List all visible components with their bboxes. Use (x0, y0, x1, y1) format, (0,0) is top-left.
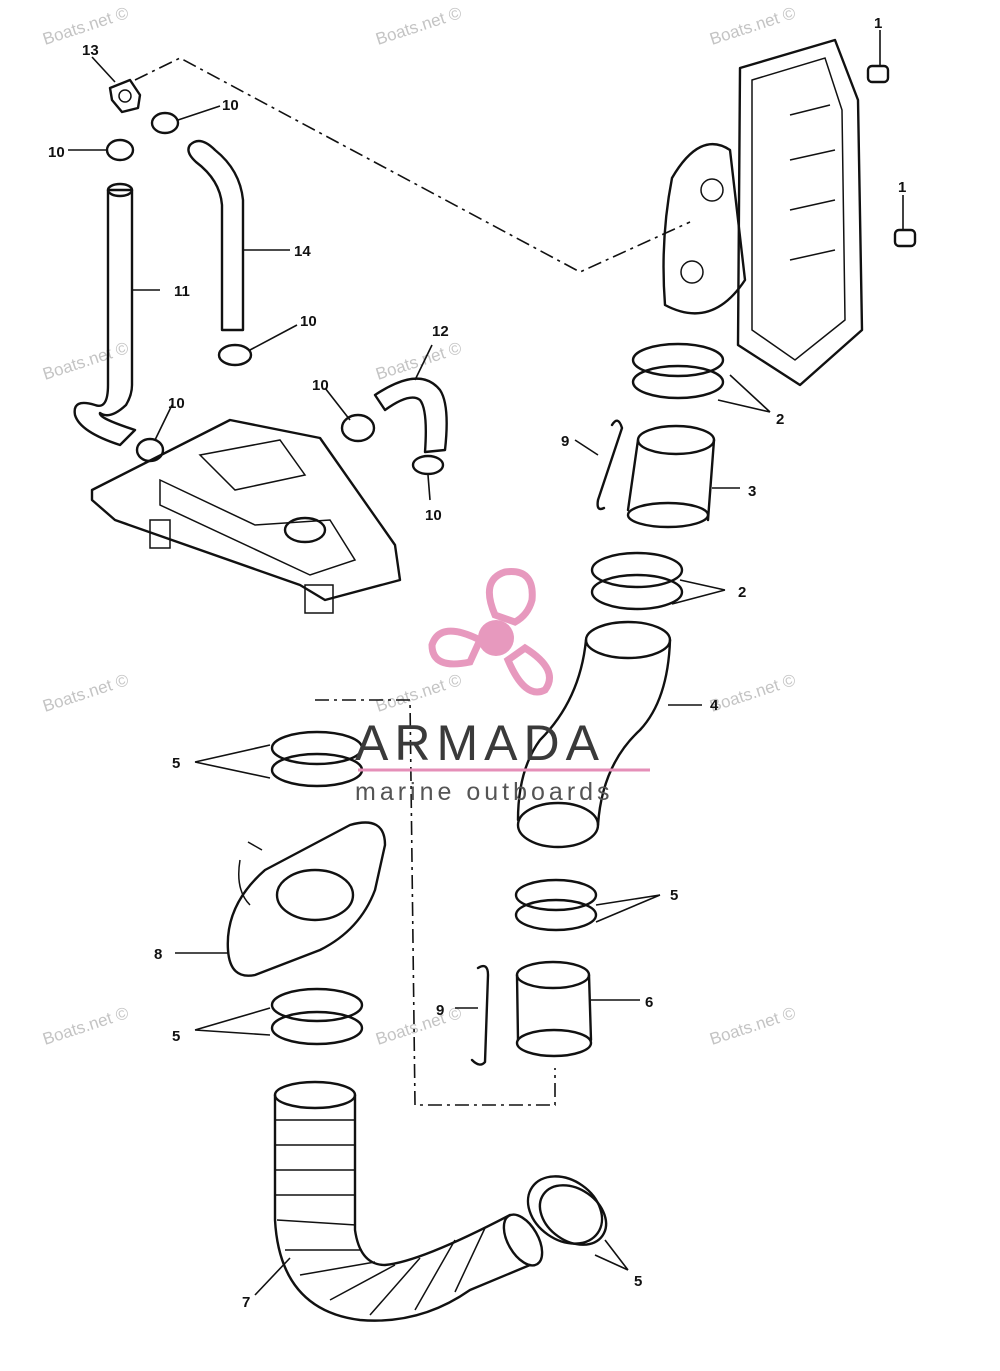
watermark: Boats.net © (707, 1003, 798, 1049)
callout-6: 6 (645, 994, 653, 1011)
rubber-sleeve (626, 424, 716, 529)
callout-9-upper: 9 (561, 433, 569, 450)
watermark: Boats.net © (373, 1003, 464, 1049)
watermark: Boats.net © (40, 338, 131, 384)
watermark: Boats.net © (40, 670, 131, 716)
water-hose-long (73, 188, 137, 447)
watermark: Boats.net © (373, 3, 464, 49)
watermark: Boats.net © (373, 670, 464, 716)
callout-10-e: 10 (312, 377, 329, 394)
hose-clamp-bottom (526, 1175, 608, 1246)
callout-5-right: 5 (670, 887, 678, 904)
watermark: Boats.net © (707, 670, 798, 716)
callout-7: 7 (242, 1294, 250, 1311)
hose-clamps-right (514, 878, 598, 932)
water-hose-elbow (373, 377, 448, 454)
alignment-line-bottom (315, 699, 556, 1106)
hose-clamps-left-upper (270, 730, 364, 788)
water-hose-bent (187, 139, 245, 332)
callout-10-b: 10 (48, 144, 65, 161)
alignment-line-top (134, 57, 691, 273)
propeller-logo-icon (428, 568, 553, 696)
callout-labels: 1 1 2 2 3 4 5 5 5 5 6 7 8 9 9 10 10 10 1… (48, 15, 906, 1311)
brand-name: ARMADA (355, 715, 605, 771)
callout-4: 4 (710, 697, 719, 714)
callout-5-bottom: 5 (634, 1273, 642, 1290)
callout-8: 8 (154, 946, 162, 963)
elbow-fitting (108, 78, 142, 114)
exhaust-flange (226, 821, 387, 977)
callout-9-lower: 9 (436, 1002, 444, 1019)
large-hose-clamps-upper (631, 342, 725, 400)
exhaust-sleeve (515, 960, 593, 1058)
retainer-clip-lower (470, 964, 490, 1066)
callout-10-c: 10 (300, 313, 317, 330)
callout-12: 12 (432, 323, 449, 340)
callout-5-left-upper: 5 (172, 755, 180, 772)
callout-3: 3 (748, 483, 756, 500)
callout-10-a: 10 (222, 97, 239, 114)
callout-2-middle: 2 (738, 584, 746, 601)
corrugated-exhaust-hose (273, 1080, 544, 1322)
callout-1-upper: 1 (874, 15, 882, 32)
callout-13: 13 (82, 42, 99, 59)
watermark: Boats.net © (707, 3, 798, 49)
callout-5-left-lower: 5 (172, 1028, 180, 1045)
callout-10-d: 10 (168, 395, 185, 412)
callout-10-f: 10 (425, 507, 442, 524)
callout-14: 14 (294, 243, 311, 260)
adapter-plate (90, 418, 402, 614)
large-hose-clamps-middle (590, 551, 684, 611)
armada-logo: ARMADA marine outboards (355, 568, 650, 806)
callout-2-upper: 2 (776, 411, 784, 428)
brand-tagline: marine outboards (355, 778, 614, 806)
watermark: Boats.net © (373, 338, 464, 384)
callout-1-lower: 1 (898, 179, 906, 196)
exhaust-manifold (662, 38, 864, 387)
small-hose-clamps (105, 111, 445, 476)
hose-clamps-left-lower (270, 987, 364, 1046)
watermark: Boats.net © (40, 1003, 131, 1049)
retainer-clip-upper (596, 419, 624, 511)
leader-lines (68, 30, 904, 1296)
callout-11: 11 (174, 283, 190, 300)
exhaust-boot (516, 620, 672, 849)
threaded-plugs (866, 64, 917, 248)
